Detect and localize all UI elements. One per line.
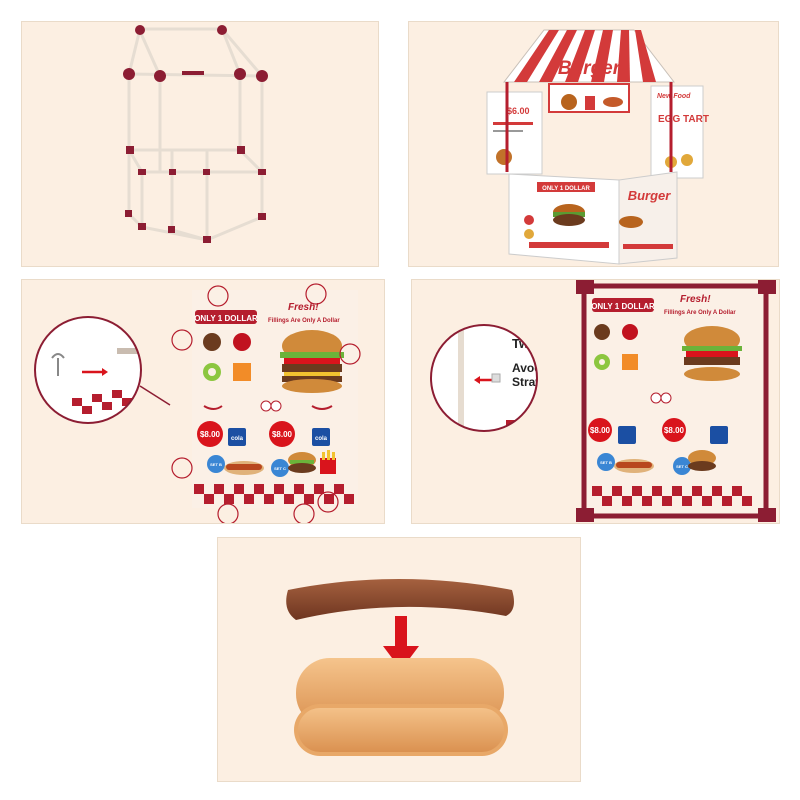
inset-menu-line2: Avocad bbox=[512, 361, 555, 375]
board-price-b: $8.00 bbox=[590, 426, 611, 435]
set-c-label: SET C bbox=[274, 466, 286, 471]
checker-strip bbox=[194, 484, 354, 504]
sticker-sheet: ONLY 1 DOLLAR Fresh! Fillings Are Only A… bbox=[171, 283, 361, 523]
step5-hotdog-panel bbox=[217, 537, 581, 782]
board-set-c: SET C bbox=[676, 464, 688, 469]
sheet-tagline: Fillings Are Only A Dollar bbox=[268, 318, 340, 324]
board-tagline: Fillings Are Only A Dollar bbox=[664, 310, 736, 316]
step4-attach-panel: Twe Avocad Strawb ONLY 1 DOLLAR Fresh! F… bbox=[411, 279, 780, 524]
clip-inset bbox=[34, 316, 171, 424]
counter: ONLY 1 DOLLAR Burger bbox=[508, 171, 678, 265]
shop-sign: Burger bbox=[558, 58, 622, 79]
set-b-sticker: $8.00 cola SET B bbox=[197, 421, 264, 475]
attach-illustration: Twe Avocad Strawb ONLY 1 DOLLAR Fresh! F… bbox=[430, 280, 776, 522]
window-menu bbox=[561, 94, 623, 110]
board-fresh: Fresh! bbox=[680, 294, 711, 305]
cola-b: cola bbox=[231, 436, 244, 442]
board-price-c: $8.00 bbox=[664, 426, 685, 435]
set-b-label: SET B bbox=[210, 462, 222, 467]
price-c: $8.00 bbox=[272, 430, 293, 439]
board-connectors bbox=[576, 280, 776, 522]
hotdog-illustration bbox=[286, 579, 514, 756]
price-b: $8.00 bbox=[200, 430, 221, 439]
sausage bbox=[286, 579, 514, 620]
shop-frame bbox=[505, 82, 673, 172]
right-menu-board: New Food EGG TART bbox=[650, 85, 709, 179]
inset-menu-line3: Strawb bbox=[512, 375, 552, 389]
frame-poles bbox=[127, 27, 264, 242]
sheet-banner: ONLY 1 DOLLAR bbox=[194, 314, 258, 323]
new-food-label: New Food bbox=[657, 93, 691, 100]
egg-tart-label: EGG TART bbox=[658, 114, 709, 125]
cola-c: cola bbox=[315, 436, 328, 442]
step2-shop-panel: Burger $6.00 New Food EGG TART bbox=[408, 21, 779, 267]
sticker-burger bbox=[280, 330, 344, 393]
sticker-sheet-illustration: ONLY 1 DOLLAR Fresh! Fillings Are Only A… bbox=[34, 283, 361, 523]
counter-sign: Burger bbox=[628, 188, 672, 203]
board-banner: ONLY 1 DOLLAR bbox=[591, 302, 655, 311]
attach-inset: Twe Avocad Strawb bbox=[430, 324, 555, 432]
board-set-b: SET B bbox=[600, 460, 612, 465]
frame-illustration bbox=[123, 25, 268, 243]
mounted-board: ONLY 1 DOLLAR Fresh! Fillings Are Only A… bbox=[576, 280, 776, 522]
clip-markers bbox=[171, 283, 361, 523]
step1-frame-panel bbox=[21, 21, 379, 267]
left-menu-board: $6.00 bbox=[486, 91, 543, 175]
bun bbox=[294, 658, 508, 756]
set-c-sticker: $8.00 cola SET C bbox=[269, 421, 336, 477]
sheet-fresh: Fresh! bbox=[288, 302, 319, 313]
counter-banner: ONLY 1 DOLLAR bbox=[542, 186, 590, 192]
step3-sticker-sheet-panel: ONLY 1 DOLLAR Fresh! Fillings Are Only A… bbox=[21, 279, 385, 524]
left-price: $6.00 bbox=[507, 106, 530, 116]
frame-connectors bbox=[123, 25, 268, 243]
burger-shop-illustration: Burger $6.00 New Food EGG TART bbox=[486, 29, 709, 265]
